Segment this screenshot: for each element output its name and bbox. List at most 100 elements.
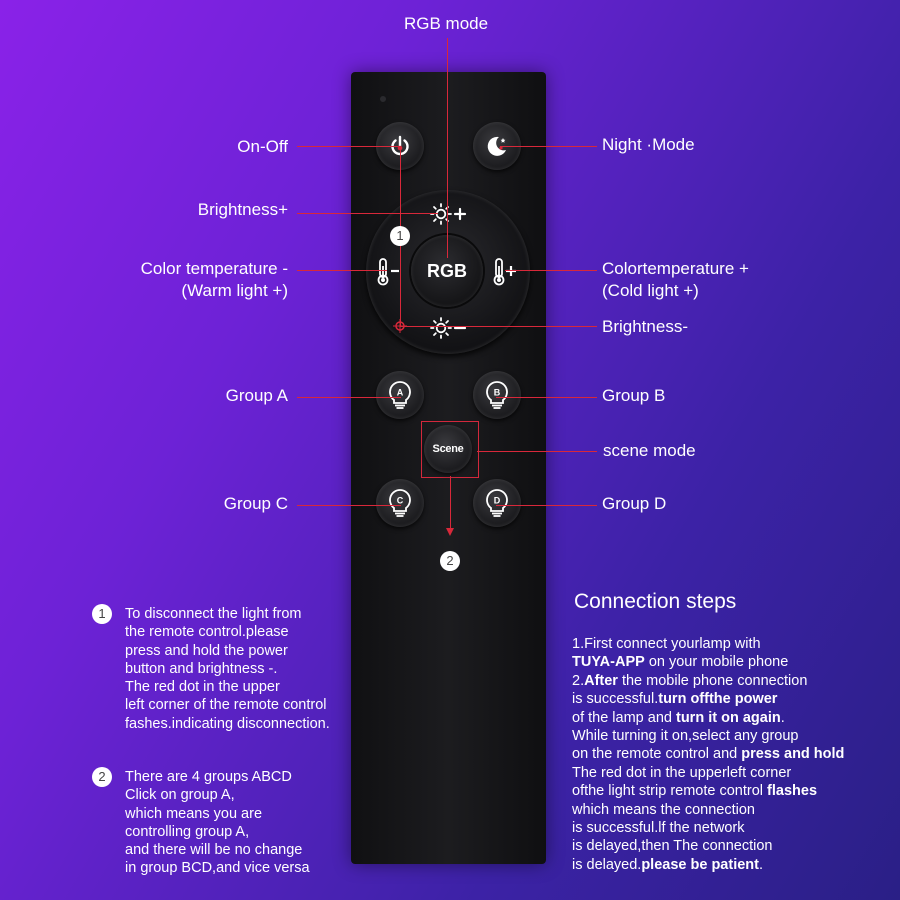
note2-text: There are 4 groups ABCD Click on group A… [125,768,310,878]
note1-text: To disconnect the light from the remote … [125,605,330,733]
group-b-letter: B [494,388,501,398]
note1-line: the remote control.please [125,624,289,641]
note1-line: button and brightness -. [125,660,278,677]
group-a-button[interactable]: A [376,371,424,419]
thermometer-minus-icon [377,258,399,286]
rgb-mode-callout-line [447,38,448,258]
step-line: is delayed.please be patient. [572,856,844,874]
note2-line: Click on group A, [125,787,235,804]
group-a-label: Group A [225,386,288,405]
note1-line: press and hold the power [125,642,288,659]
step-text: ofthe light strip remote control [572,783,768,800]
color-temp-minus-label-1: Color temperature - [140,259,288,278]
brightness-plus-label: Brightness+ [197,200,288,219]
brightness-plus-callout-line [297,213,438,214]
step-text: is delayed. [572,856,642,873]
step-bold: turn offthe power [658,691,778,708]
bulb-c-icon: C [389,489,411,517]
step-line: is successful.lf the network [572,819,844,837]
step-text: is successful. [572,691,659,708]
group-d-callout-line [496,505,597,506]
step-text: is delayed,then The connection [572,838,773,855]
scene-arrow-head [446,528,454,536]
moon-icon [487,136,506,156]
brightness-minus-callout-line [400,326,597,327]
step-line: which means the connection [572,801,844,819]
step-bold: flashes [767,783,818,800]
group-c-callout-line [297,505,401,506]
bulb-a-icon: A [389,381,411,409]
step-bold: turn it on again [676,709,781,726]
step-line: While turning it on,select any group [572,727,844,745]
step-line: TUYA-APP on your mobile phone [572,653,844,671]
scene-button[interactable]: Scene [424,425,472,473]
step-text: is successful.lf the network [572,820,745,837]
scene-arrow-line [450,476,451,530]
step-line: is delayed,then The connection [572,837,844,855]
step-line: on the remote control and press and hold [572,745,844,763]
step-text: on your mobile phone [644,654,789,671]
step-text: 1.First connect yourlamp with [572,636,761,652]
note1-line: To disconnect the light from [125,606,302,622]
brightness-up-button[interactable] [430,202,470,226]
step-line: 1.First connect yourlamp with [572,635,844,653]
step-text: While turning it on,select any group [572,728,799,745]
ir-indicator-dot [380,96,386,102]
connection-steps-text: 1.First connect yourlamp with TUYA-APP o… [572,635,844,874]
step-line: 2.After the mobile phone connection [572,672,844,690]
step-bold: please be patient [641,856,759,873]
scene-button-label: Scene [432,443,464,455]
step-text: 2. [572,672,585,689]
step-bold: press and hold [741,746,845,763]
step-text: . [780,709,785,726]
scene-mode-label: scene mode [603,441,696,460]
night-mode-label: Night ·Mode [602,135,695,154]
marker-1: 1 [390,226,410,246]
note1-line: The red dot in the upper [125,679,280,696]
color-temp-down-button[interactable] [375,256,405,288]
step-line: is successful.turn offthe power [572,690,844,708]
group-d-letter: D [494,496,501,506]
sun-minus-icon [430,317,467,339]
color-temp-minus-callout-line [297,270,387,271]
crosshair-marker-icon [393,319,407,333]
note2-line: which means you are [125,805,263,822]
group-c-label: Group C [223,494,288,513]
note1-line: left corner of the remote control [125,697,327,714]
note2-line: and there will be no change [125,842,303,859]
on-off-callout-line [297,146,401,147]
sun-plus-icon [430,203,467,225]
step-text: which means the connection [572,801,755,818]
thermometer-plus-icon [493,258,516,286]
rgb-button-label: RGB [427,260,467,281]
group-b-callout-line [496,397,597,398]
color-temp-minus-label-2: (Warm light +) [181,281,288,300]
step-bold: After [584,672,618,689]
brightness-down-button[interactable] [430,316,470,340]
step-text: the mobile phone connection [617,672,808,689]
note1-line: fashes.indicating disconnection. [125,715,330,732]
scene-callout-line [477,451,597,452]
rgb-mode-label: RGB mode [404,14,489,33]
step-text: . [758,856,764,873]
group-c-letter: C [397,496,404,506]
step-line: of the lamp and turn it on again. [572,709,844,727]
note2-line: controlling group A, [125,823,250,840]
note1-number: 1 [92,604,112,624]
group-b-label: Group B [602,386,666,405]
on-off-label: On-Off [237,137,288,156]
step-text: on the remote control and [572,746,742,763]
brightness-minus-label: Brightness- [602,317,688,336]
color-temp-plus-label-1: Colortemperature + [602,259,749,278]
color-temp-plus-callout-line [505,270,597,271]
marker-2: 2 [440,551,460,571]
note2-line: in group BCD,and vice versa [125,860,310,877]
color-temp-up-button[interactable] [491,256,521,288]
night-mode-callout-line [500,146,597,147]
connection-steps-title: Connection steps [574,590,737,613]
group-b-button[interactable]: B [473,371,521,419]
group-d-button[interactable]: D [473,479,521,527]
group-c-button[interactable]: C [376,479,424,527]
step-bold: TUYA-APP [572,654,645,671]
step-line: ofthe light strip remote control flashes [572,782,844,800]
